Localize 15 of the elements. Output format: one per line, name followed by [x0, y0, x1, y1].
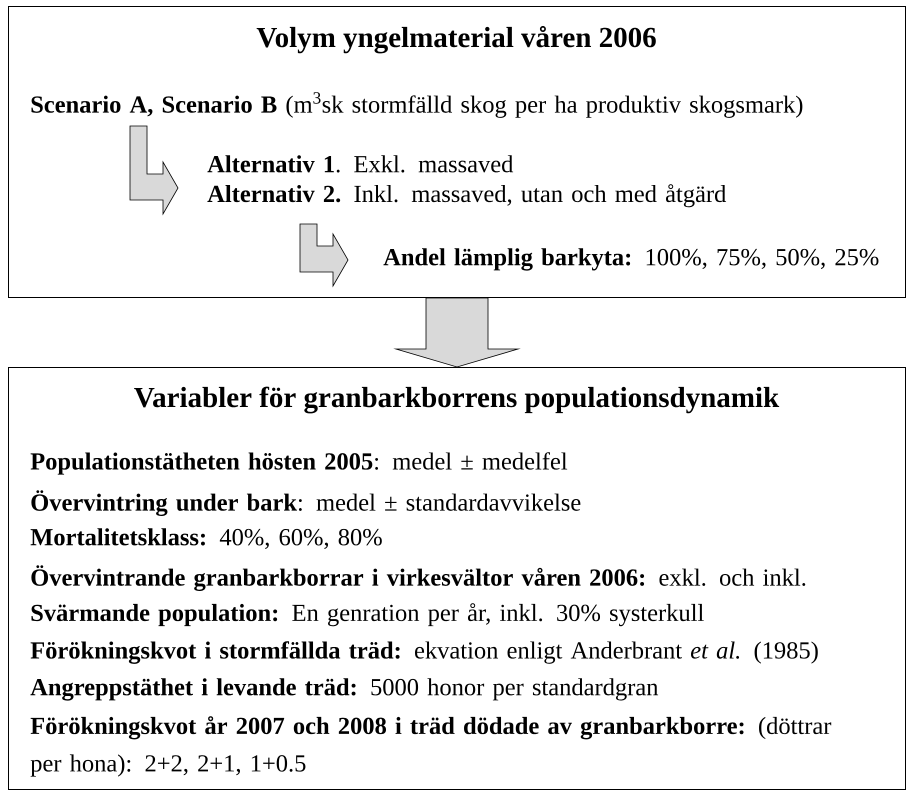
- text-line: Populationstätheten hösten 2005: medel ± medelfel: [30, 452, 568, 475]
- text-line: Scenario A, Scenario B (m$^{3}$sk stormfälld skog per ha produktiv skogsmark): [32, 92, 802, 118]
- box-title: Variabler för granbarkborrens populationsdynamik: [134, 386, 780, 414]
- text-line: Svärmande population: En genration per år, inkl. 30% systerkull: [32, 603, 704, 626]
- text-line: Övervintring under bark: medel ± standardavvikelse: [31, 490, 580, 516]
- text-line: Förökningskvot i stormfällda träd: ekvation enligt Anderbrant et al. (1985): [30, 641, 818, 664]
- text-line: Förökningskvot år 2007 och 2008 i träd dödade av granbarkborre: (döttrar per hona): 2+2, 2+1, 1+0.5: [30, 716, 832, 777]
- text-line: Alternativ 2. Inkl. massaved, utan och med åtgärd: [207, 184, 726, 208]
- text-line: Mortalitetsklass: 40%, 60%, 80%: [30, 528, 382, 549]
- text-line: Andel lämplig barkyta: 100%, 75%, 50%, 25%: [383, 248, 878, 271]
- text-line: Angreppstäthet i levande träd: 5000 honor per standardgran: [30, 678, 658, 701]
- text-line: Övervintrande granbarkborrar i virkesvältor våren 2006: exkl. och inkl.: [31, 565, 806, 591]
- block-arrow: [393, 298, 521, 368]
- box-title: Volym yngelmaterial våren 2006: [256, 26, 656, 54]
- text-line: Alternativ 1. Exkl. massaved: [207, 155, 514, 173]
